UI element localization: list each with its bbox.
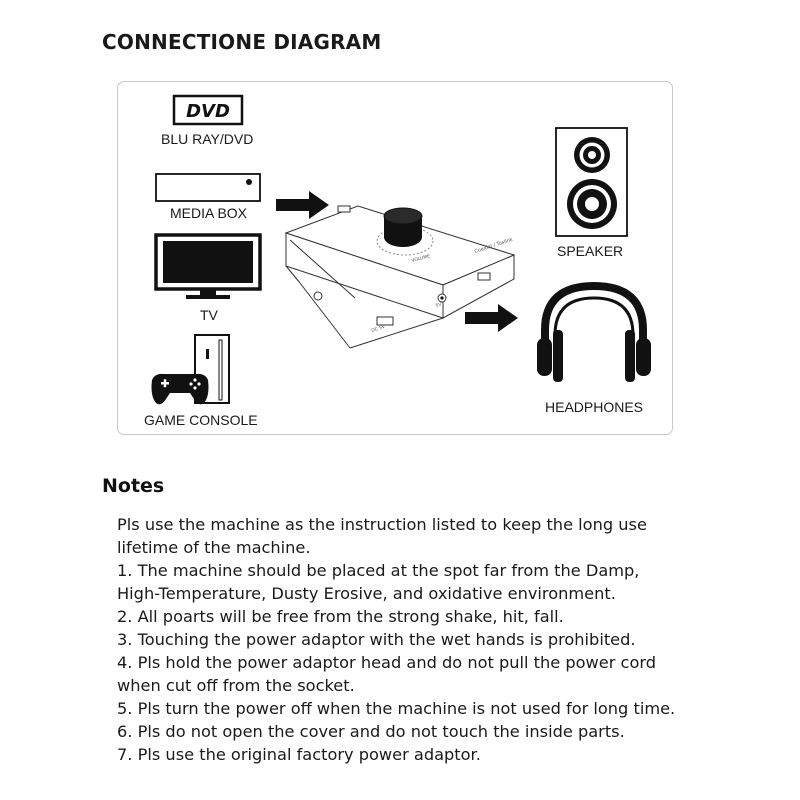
notes-line: 5. Pls turn the power off when the machi… xyxy=(117,699,676,718)
headphones-icon xyxy=(537,281,651,382)
notes-line: High-Temperature, Dusty Erosive, and oxi… xyxy=(117,584,616,603)
media-box-icon xyxy=(155,173,261,202)
source-label-bluray-dvd: BLU RAY/DVD xyxy=(161,131,254,147)
notes-line: 7. Pls use the original factory power ad… xyxy=(117,745,481,764)
tv-icon xyxy=(154,233,262,299)
notes-line: 1. The machine should be placed at the s… xyxy=(117,561,640,580)
notes-body: Pls use the machine as the instruction l… xyxy=(117,513,757,766)
dvd-logo-icon: DVD xyxy=(172,94,244,126)
dvd-logo-text: DVD xyxy=(186,101,230,122)
speaker-icon xyxy=(555,127,628,237)
connection-diagram-frame xyxy=(117,81,673,435)
source-label-media-box: MEDIA BOX xyxy=(170,205,248,221)
source-label-game-console: GAME CONSOLE xyxy=(144,412,258,428)
game-console-icon xyxy=(151,334,230,405)
notes-line: Pls use the machine as the instruction l… xyxy=(117,515,647,534)
notes-heading: Notes xyxy=(102,475,165,497)
device-volume-label: VOLUME xyxy=(411,253,431,264)
notes-line: when cut off from the socket. xyxy=(117,676,355,695)
input-arrow-icon xyxy=(276,191,329,219)
notes-line: 6. Pls do not open the cover and do not … xyxy=(117,722,625,741)
source-label-tv: TV xyxy=(200,307,218,323)
output-arrow-icon xyxy=(465,304,518,332)
page-title: CONNECTIONE DIAGRAM xyxy=(102,30,382,54)
switch-device-icon xyxy=(284,205,516,349)
output-label-headphones: HEADPHONES xyxy=(545,399,644,415)
device-power-label: 5V xyxy=(435,301,443,309)
notes-line: lifetime of the machine. xyxy=(117,538,311,557)
output-label-speaker: SPEAKER xyxy=(557,243,624,259)
notes-line: 3. Touching the power adaptor with the w… xyxy=(117,630,636,649)
notes-line: 4. Pls hold the power adaptor head and d… xyxy=(117,653,656,672)
device-port-label: DC 5V xyxy=(371,324,387,334)
notes-line: 2. All poarts will be free from the stro… xyxy=(117,607,564,626)
